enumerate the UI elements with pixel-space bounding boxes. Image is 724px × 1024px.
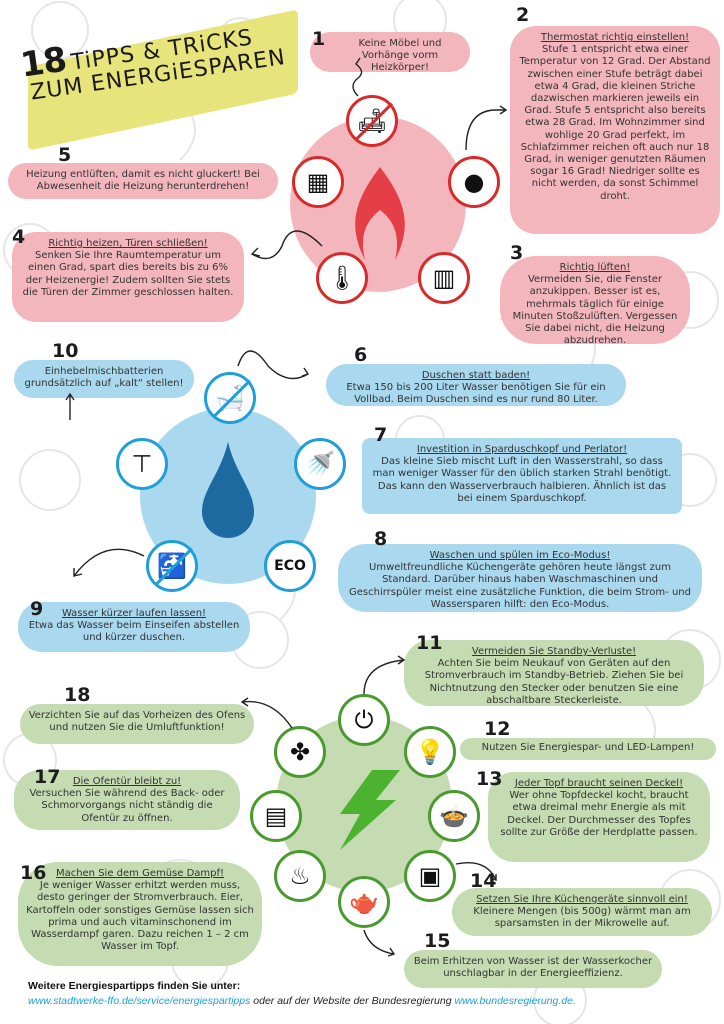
radiator-icon: ▦ bbox=[292, 156, 344, 208]
mixer-tap-icon: ⊤ bbox=[116, 438, 168, 490]
steamer-pot-icon: ♨ bbox=[274, 850, 326, 902]
window-icon: ▥ bbox=[418, 252, 470, 304]
tip-heading: Waschen und spülen im Eco-Modus! bbox=[429, 550, 611, 561]
tip-heading: Die Ofentür bleibt zu! bbox=[72, 776, 182, 787]
tip-text: Verzichten Sie auf das Vorheizen des Ofe… bbox=[28, 710, 246, 734]
led-bulb-icon: 💡 bbox=[404, 726, 456, 778]
tip-number: 15 bbox=[424, 930, 451, 952]
tip-heading: Thermostat richtig einstellen! bbox=[540, 32, 690, 43]
shower-head-icon: 🚿 bbox=[294, 438, 346, 490]
tip-text: Etwa das Wasser beim Einseifen abstellen… bbox=[28, 620, 240, 644]
tip-text: Etwa 150 bis 200 Liter Wasser benötigen … bbox=[346, 382, 606, 406]
tip-3: Richtig lüften! Vermeiden Sie, die Fenst… bbox=[500, 256, 690, 347]
tip-text: Je weniger Wasser erhitzt werden muss, d… bbox=[26, 880, 254, 953]
tip-11: Vermeiden Sie Standby-Verluste! Achten S… bbox=[404, 640, 704, 706]
tip-heading: Wasser kürzer laufen lassen! bbox=[61, 608, 207, 619]
eco-label: ECO bbox=[274, 558, 306, 574]
thermometer-icon: 🌡 bbox=[316, 252, 368, 304]
tip-9: Wasser kürzer laufen lassen! Etwa das Wa… bbox=[18, 602, 250, 652]
tip-number: 9 bbox=[30, 598, 44, 620]
tip-number: 2 bbox=[516, 4, 530, 26]
tip-number: 7 bbox=[374, 424, 388, 446]
no-bathtub-icon: 🛁 bbox=[204, 372, 256, 424]
tip-16: Machen Sie dem Gemüse Dampf! Je weniger … bbox=[18, 862, 262, 966]
tip-text: Wer ohne Topfdeckel kocht, braucht etwa … bbox=[500, 790, 698, 838]
tip-number: 1 bbox=[312, 28, 326, 50]
tip-text: Einhebelmischbatterien grundsätzlich auf… bbox=[24, 366, 184, 390]
microwave-icon: ▣ bbox=[404, 850, 456, 902]
no-running-tap-icon: 🚰 bbox=[146, 540, 198, 592]
tip-heading: Machen Sie dem Gemüse Dampf! bbox=[55, 868, 225, 879]
tip-text: Das kleine Sieb mischt Luft in den Wasse… bbox=[372, 456, 672, 504]
water-drop-icon bbox=[202, 442, 254, 538]
tip-4: Richtig heizen, Türen schließen! Senken … bbox=[12, 232, 244, 322]
tip-heading: Duschen statt baden! bbox=[421, 370, 531, 381]
bundesregierung-link[interactable]: www.bundesregierung.de. bbox=[454, 995, 576, 1007]
tip-10: Einhebelmischbatterien grundsätzlich auf… bbox=[14, 360, 194, 398]
tip-number: 13 bbox=[476, 768, 503, 790]
tip-number: 14 bbox=[470, 870, 497, 892]
tip-number: 16 bbox=[20, 862, 47, 884]
tip-text: Vermeiden Sie, die Fenster anzukippen. B… bbox=[512, 274, 678, 347]
tip-number: 10 bbox=[52, 340, 79, 362]
kettle-icon: 🫖 bbox=[338, 876, 390, 928]
tip-number: 3 bbox=[510, 242, 524, 264]
flame-icon bbox=[355, 167, 405, 260]
tip-heading: Richtig heizen, Türen schließen! bbox=[48, 238, 208, 249]
footer-middle-text: oder auf der Website der Bundesregierung bbox=[250, 995, 455, 1007]
tip-heading: Vermeiden Sie Standby-Verluste! bbox=[471, 646, 637, 657]
tip-number: 6 bbox=[354, 344, 368, 366]
thermostat-knob-icon: ● bbox=[448, 156, 500, 208]
tip-1: Keine Möbel und Vorhänge vorm Heizkörper… bbox=[310, 32, 470, 74]
tip-text: Nutzen Sie Energiespar- und LED-Lampen! bbox=[481, 742, 695, 753]
tip-text: Stufe 1 entspricht etwa einer Temperatur… bbox=[519, 44, 711, 202]
tip-heading: Setzen Sie Ihre Küchengeräte sinnvoll ei… bbox=[476, 894, 688, 905]
tip-number: 11 bbox=[416, 632, 443, 654]
power-icon: ⏻ bbox=[338, 694, 390, 746]
tip-7: Investition in Sparduschkopf und Perlato… bbox=[362, 438, 682, 514]
tip-15: Beim Erhitzen von Wasser ist der Wasserk… bbox=[404, 950, 662, 988]
convection-fan-icon: ✤ bbox=[274, 726, 326, 778]
tip-18: Verzichten Sie auf das Vorheizen des Ofe… bbox=[20, 704, 254, 744]
tip-14: Setzen Sie Ihre Küchengeräte sinnvoll ei… bbox=[452, 888, 712, 936]
tip-number: 18 bbox=[64, 684, 91, 706]
no-furniture-icon: 🛋 bbox=[346, 95, 398, 147]
tip-text: Keine Möbel und Vorhänge vorm Heizkörper… bbox=[358, 38, 442, 74]
tip-text: Senken Sie Ihre Raumtemperatur um einen … bbox=[22, 250, 234, 298]
tip-number: 4 bbox=[12, 226, 26, 248]
tip-heading: Jeder Topf braucht seinen Deckel! bbox=[514, 778, 684, 789]
tip-text: Kleinere Mengen (bis 500g) wärmt man am … bbox=[473, 906, 691, 930]
tip-text: Versuchen Sie während des Back- oder Sch… bbox=[29, 788, 225, 824]
tip-text: Heizung entlüften, damit es nicht glucke… bbox=[26, 169, 260, 193]
stadtwerke-link[interactable]: www.stadtwerke-ffo.de/service/energiespa… bbox=[28, 995, 251, 1007]
tip-5: Heizung entlüften, damit es nicht glucke… bbox=[8, 163, 278, 199]
tip-text: Achten Sie beim Neukauf von Geräten auf … bbox=[424, 658, 684, 706]
footer-heading: Weitere Energiespartipps finden Sie unte… bbox=[28, 980, 241, 992]
tip-heading: Investition in Sparduschkopf und Perlato… bbox=[416, 444, 628, 455]
pot-with-lid-icon: 🍲 bbox=[428, 790, 480, 842]
tip-17: Die Ofentür bleibt zu! Versuchen Sie wäh… bbox=[14, 770, 240, 830]
tip-text: Beim Erhitzen von Wasser ist der Wasserk… bbox=[413, 956, 653, 980]
tip-number: 12 bbox=[484, 718, 511, 740]
tip-6: Duschen statt baden! Etwa 150 bis 200 Li… bbox=[326, 364, 626, 406]
tip-number: 17 bbox=[34, 766, 61, 788]
eco-leaf-icon: ECO bbox=[264, 540, 316, 592]
tip-13: Jeder Topf braucht seinen Deckel! Wer oh… bbox=[488, 772, 710, 862]
lightning-icon bbox=[340, 770, 400, 850]
footer: Weitere Energiespartipps finden Sie unte… bbox=[28, 980, 576, 1007]
tip-8: Waschen und spülen im Eco-Modus! Umweltf… bbox=[338, 544, 702, 612]
tip-2: Thermostat richtig einstellen! Stufe 1 e… bbox=[510, 26, 720, 234]
tip-text: Umweltfreundliche Küchengeräte gehören h… bbox=[349, 562, 691, 610]
tip-number: 8 bbox=[374, 528, 388, 550]
tip-12: Nutzen Sie Energiespar- und LED-Lampen! bbox=[460, 738, 716, 760]
oven-icon: ▤ bbox=[250, 790, 302, 842]
tip-number: 5 bbox=[58, 144, 72, 166]
tip-heading: Richtig lüften! bbox=[559, 262, 631, 273]
